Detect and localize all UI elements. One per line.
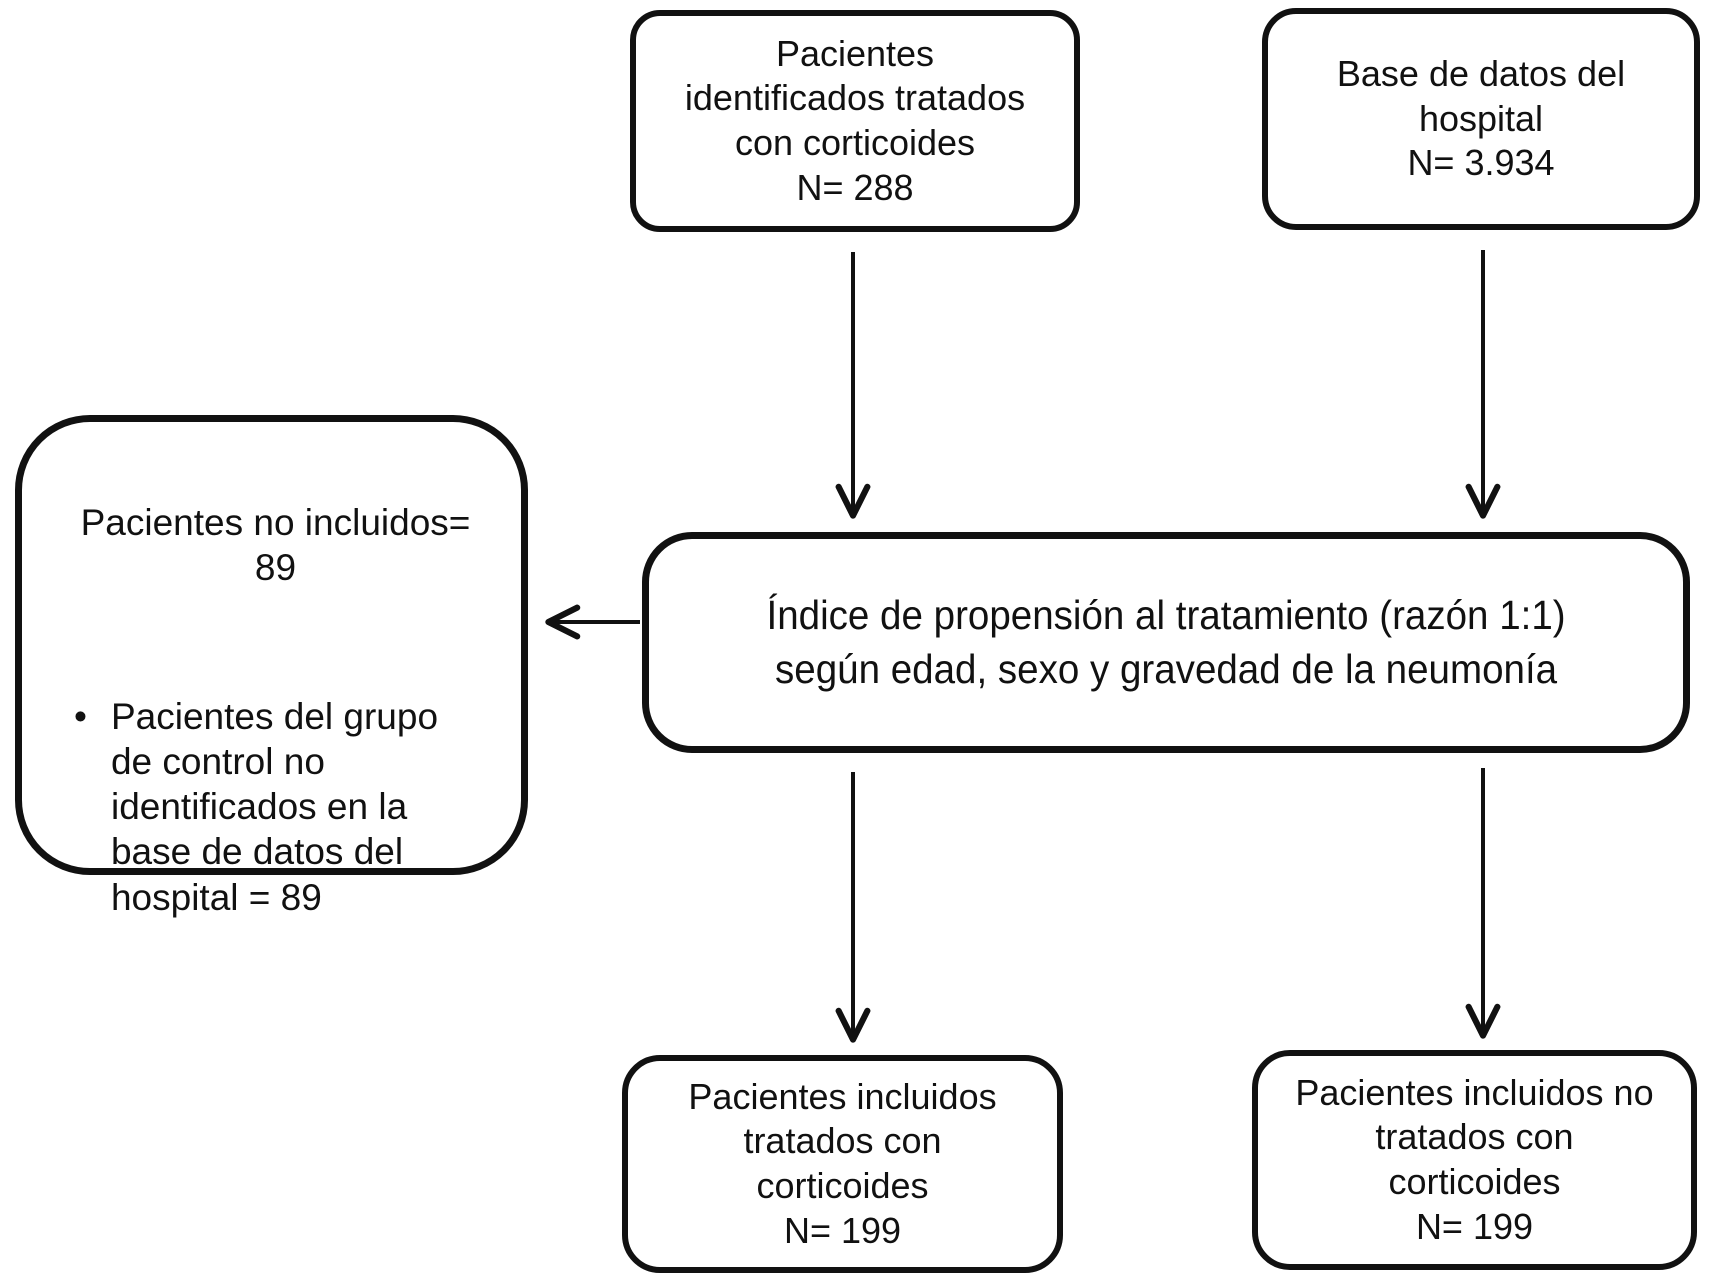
box-hospital-database-text: Base de datos del hospital N= 3.934 xyxy=(1336,53,1626,184)
box-included-untreated-text: Pacientes incluidos no tratados con cort… xyxy=(1295,1071,1654,1247)
box-identified-treated-text: Pacientes identificados tratados con cor… xyxy=(684,32,1026,208)
box-patients-not-included: Pacientes no incluidos= 89 • Pacientes d… xyxy=(15,415,528,918)
box-included-untreated: Pacientes incluidos no tratados con cort… xyxy=(1252,1050,1697,1270)
excluded-bullet-item-text: Pacientes del grupo de control no identi… xyxy=(110,696,439,918)
box-included-treated-text: Pacientes incluidos tratados con cortico… xyxy=(688,1075,997,1251)
box-hospital-database: Base de datos del hospital N= 3.934 xyxy=(1262,8,1700,230)
box-identified-treated: Pacientes identificados tratados con cor… xyxy=(630,10,1080,232)
bullet-icon: • xyxy=(74,696,87,737)
box-propensity-matching-text: Índice de propensión al tratamiento (raz… xyxy=(766,592,1566,692)
box-propensity-matching: Índice de propensión al tratamiento (raz… xyxy=(642,532,1690,753)
box-included-treated: Pacientes incluidos tratados con cortico… xyxy=(622,1055,1063,1273)
box-patients-not-included-title: Pacientes no incluidos= 89 xyxy=(80,501,471,588)
excluded-bullet-item: • Pacientes del grupo de control no iden… xyxy=(52,694,499,920)
